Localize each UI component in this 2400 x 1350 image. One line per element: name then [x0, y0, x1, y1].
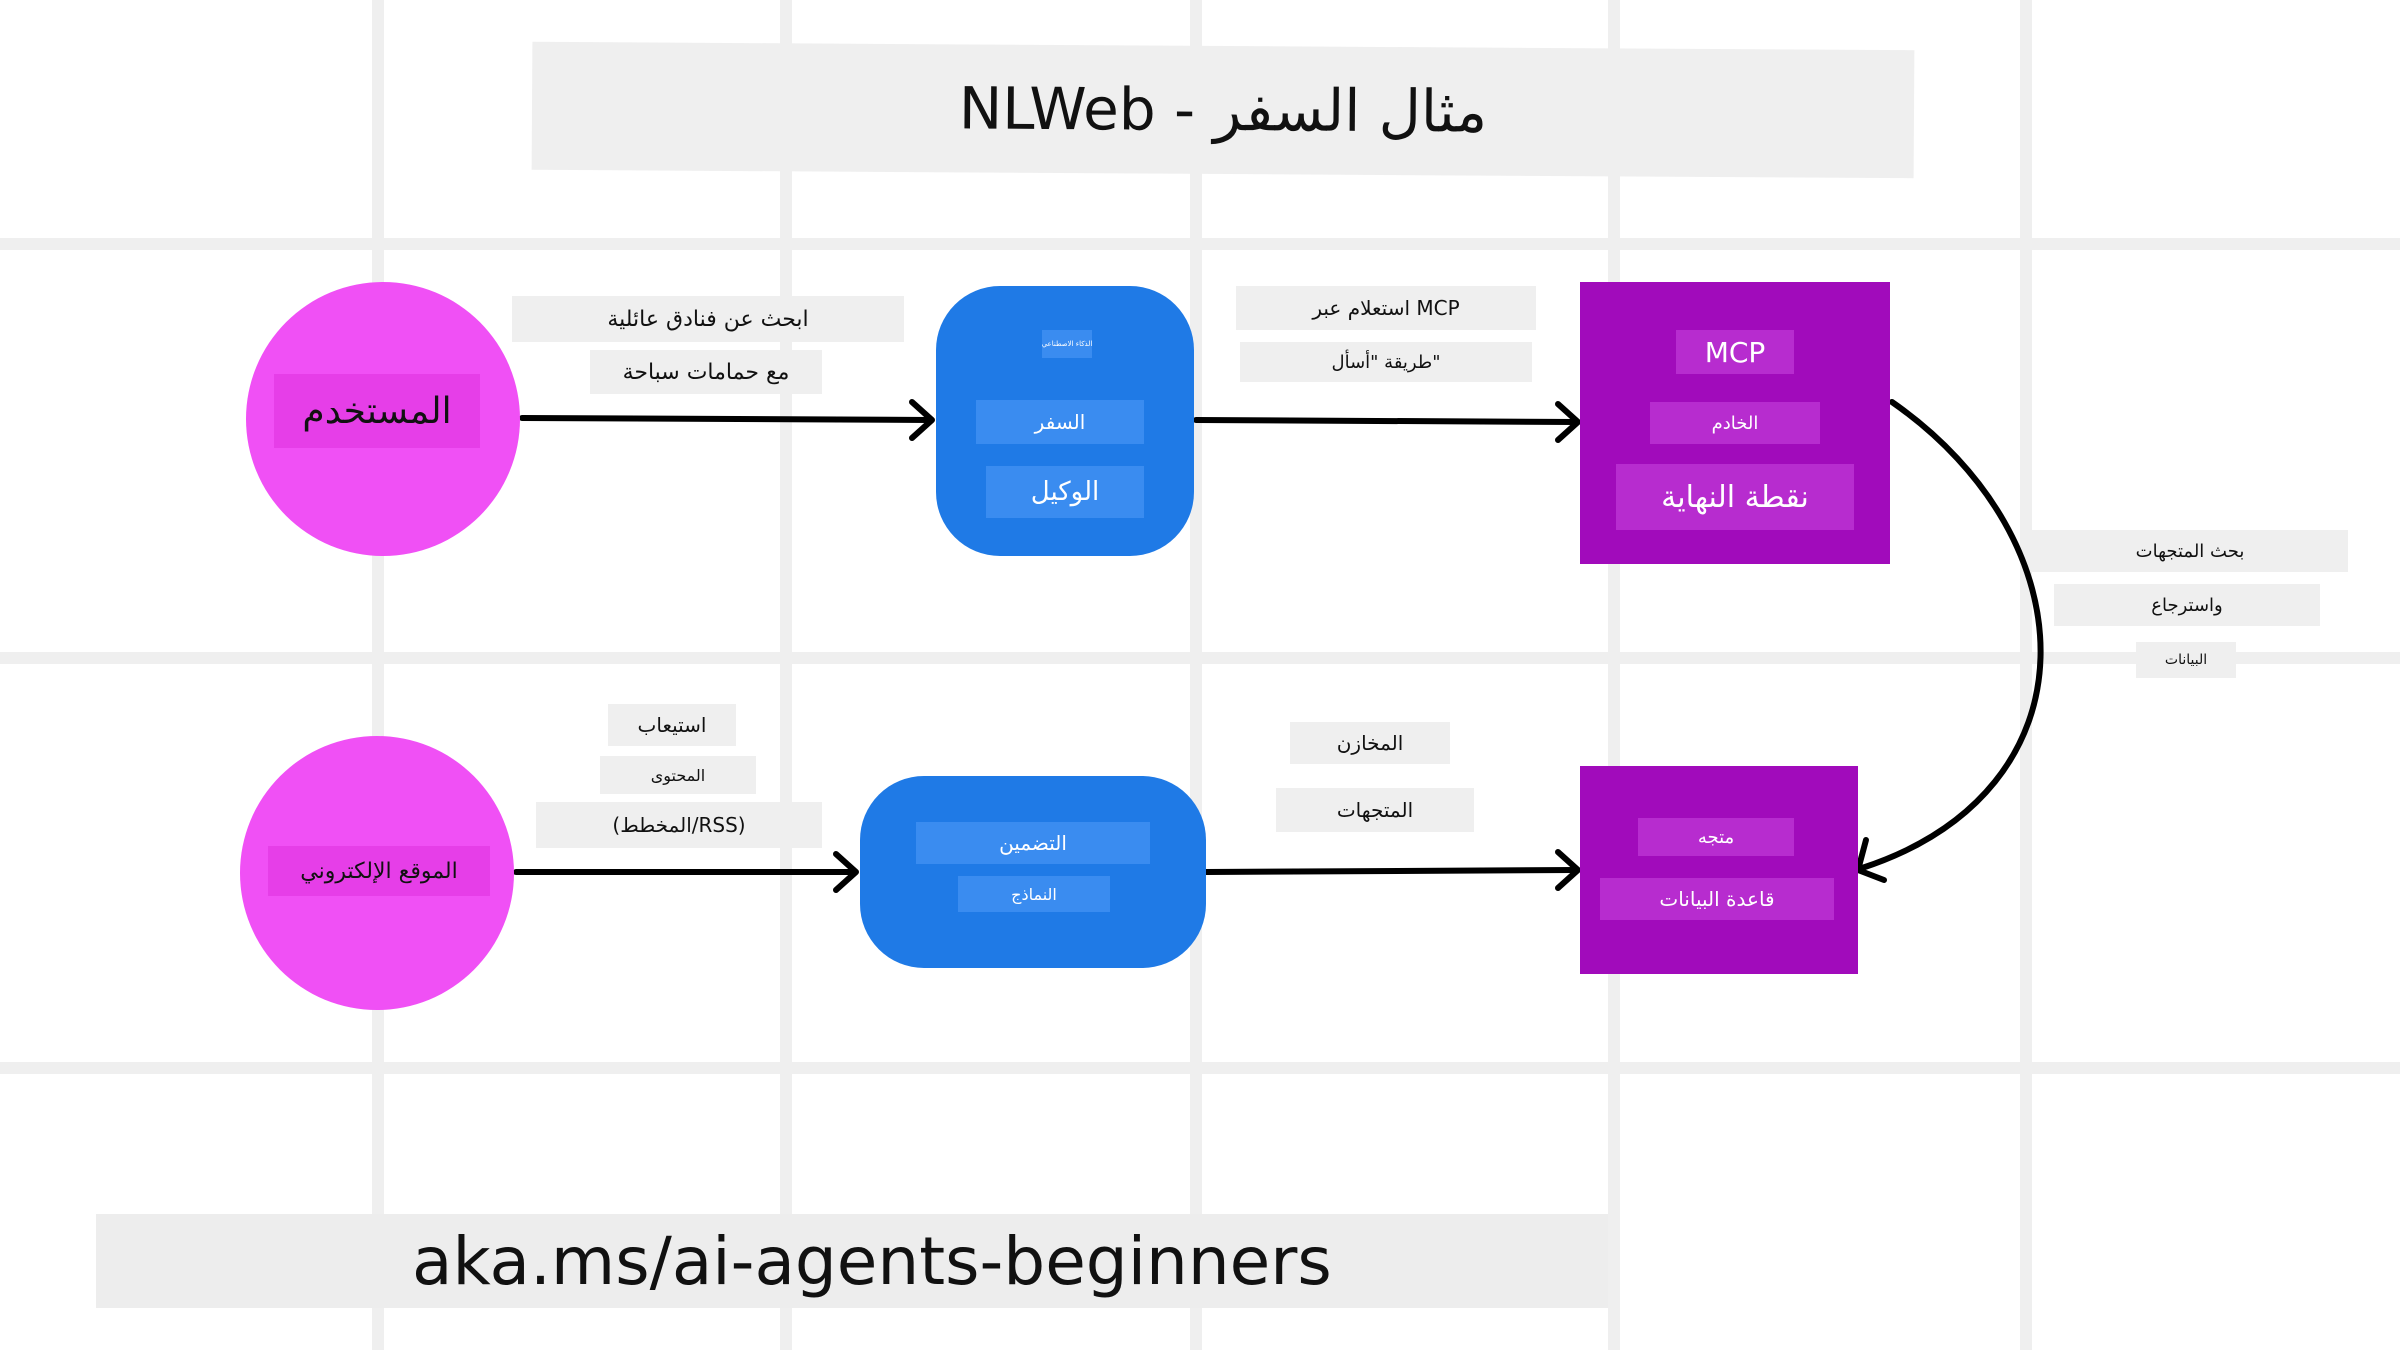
grid-line: [1190, 0, 1202, 1350]
edge-label: البيانات: [2136, 642, 2236, 678]
db-line: متجه: [1638, 818, 1794, 856]
edge-label: ابحث عن فنادق عائلية: [512, 296, 904, 342]
vector-database-node: متجه قاعدة البيانات: [1580, 766, 1858, 974]
mcp-endpoint-node: MCP الخادم نقطة النهاية: [1580, 282, 1890, 564]
db-line: قاعدة البيانات: [1600, 878, 1834, 920]
arrow-mcp-to-db: [1855, 399, 2044, 883]
website-label: الموقع الإلكتروني: [268, 846, 490, 896]
embed-line: النماذج: [958, 876, 1110, 912]
arrow-agent-to-mcp: [1193, 401, 1581, 443]
edge-label: المخازن: [1290, 722, 1450, 764]
arrow-user-to-agent: [519, 399, 935, 441]
edge-label: المحتوى: [600, 756, 756, 794]
grid-line: [2020, 0, 2032, 1350]
edge-label: بحث المتجهات: [2032, 530, 2348, 572]
agent-line: الذكاء الاصطناعي: [1042, 330, 1092, 358]
arrow-website-to-embed: [513, 851, 859, 893]
edge-label: طريقة "أسأل": [1240, 342, 1532, 382]
mcp-line: الخادم: [1650, 402, 1820, 444]
agent-line: الوكيل: [986, 466, 1144, 518]
edge-label: (المخطط/RSS): [536, 802, 822, 848]
travel-agent-node: الذكاء الاصطناعي السفر الوكيل: [936, 286, 1194, 556]
user-node: المستخدم: [246, 282, 520, 556]
footer-url[interactable]: aka.ms/ai-agents-beginners: [96, 1214, 1608, 1308]
edge-label: المتجهات: [1276, 788, 1474, 832]
agent-line: السفر: [976, 400, 1144, 444]
arrow-embed-to-db: [1203, 849, 1581, 891]
grid-line: [0, 652, 2400, 664]
edge-label: مع حمامات سباحة: [590, 350, 822, 394]
grid-line: [0, 238, 2400, 250]
embed-line: التضمين: [916, 822, 1150, 864]
edge-label: استعلام عبر MCP: [1236, 286, 1536, 330]
grid-line: [0, 1062, 2400, 1074]
user-label: المستخدم: [274, 374, 480, 448]
mcp-line: نقطة النهاية: [1616, 464, 1854, 530]
edge-label: واسترجاع: [2054, 584, 2320, 626]
website-node: الموقع الإلكتروني: [240, 736, 514, 1010]
mcp-line: MCP: [1676, 330, 1794, 374]
embedding-models-node: التضمين النماذج: [860, 776, 1206, 968]
edge-label: استيعاب: [608, 704, 736, 746]
